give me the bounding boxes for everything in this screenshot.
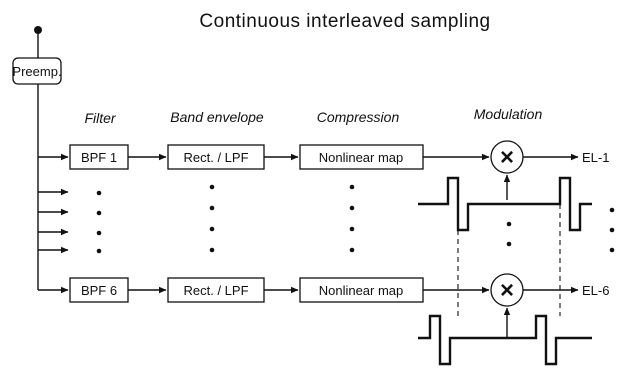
- ch1-compression-label: Nonlinear map: [319, 150, 404, 165]
- preemphasis-box: [12, 57, 62, 85]
- ch6-output-label: EL-6: [582, 283, 609, 298]
- channel-6: BPF 6 Rect. / LPF Nonlinear map × EL-6: [38, 273, 609, 366]
- heading-compression: Compression: [317, 109, 400, 125]
- diagram-title: Continuous interleaved sampling: [199, 11, 490, 32]
- ch6-compression-label: Nonlinear map: [319, 283, 404, 298]
- heading-band-envelope: Band envelope: [170, 109, 264, 125]
- channel-1: BPF 1 Rect. / LPF Nonlinear map × EL-1: [38, 140, 609, 232]
- intermediate-channels: [38, 184, 615, 316]
- ch1-bpf-label: BPF 1: [81, 150, 117, 165]
- heading-filter: Filter: [84, 110, 116, 126]
- ch6-envelope-box: [167, 277, 265, 303]
- ch1-pulse-train: [418, 176, 592, 232]
- ch6-multiplier-symbol: ×: [500, 277, 514, 304]
- ch1-output-label: EL-1: [582, 150, 609, 165]
- heading-modulation: Modulation: [474, 106, 543, 122]
- ch1-envelope-label: Rect. / LPF: [183, 150, 248, 165]
- ch6-pulse-train: [418, 314, 592, 366]
- preemphasis-label: Preemp.: [12, 64, 61, 79]
- ch6-bpf-label: BPF 6: [81, 283, 117, 298]
- ch6-envelope-label: Rect. / LPF: [183, 283, 248, 298]
- ch1-multiplier-symbol: ×: [500, 144, 514, 171]
- ch6-bpf-box: [69, 277, 129, 303]
